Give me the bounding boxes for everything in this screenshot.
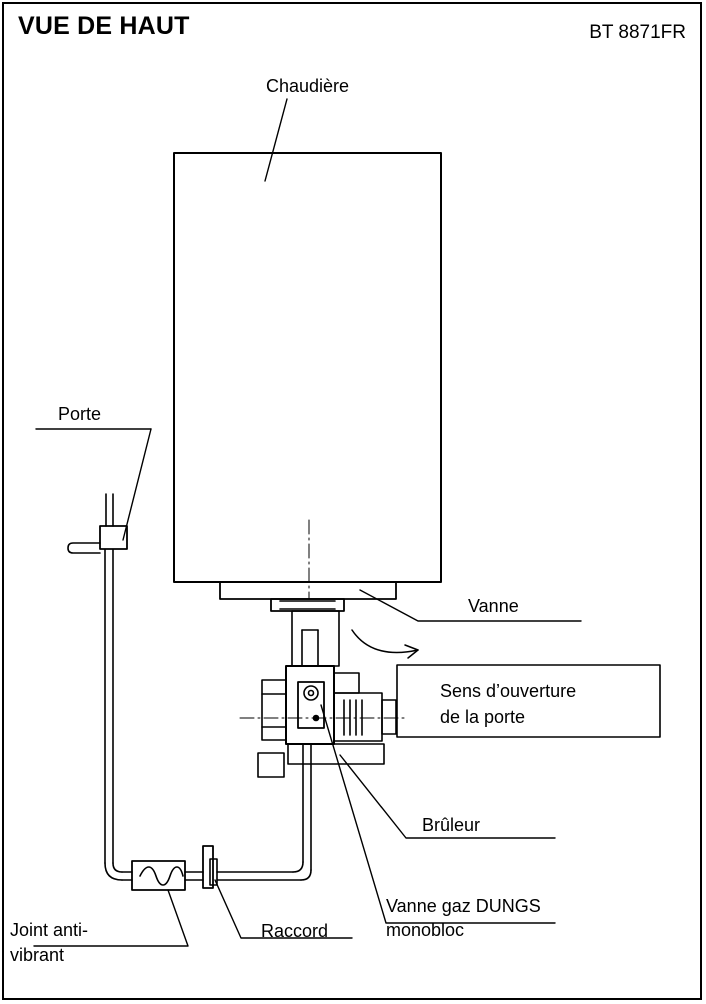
gas-pipe	[104, 549, 312, 881]
door-opening-label-box	[396, 664, 661, 738]
door-opening-arrow	[351, 629, 419, 654]
burner-assembly	[239, 665, 406, 778]
label-bruleur: Brûleur	[422, 815, 481, 835]
anti-vibration-joint	[131, 860, 186, 891]
label-raccord: Raccord	[261, 921, 329, 941]
label-vanne-gaz-line2: monobloc	[386, 920, 465, 940]
document-reference: BT 8871FR	[589, 22, 686, 43]
label-sens-line1: Sens d’ouverture	[440, 681, 577, 701]
boiler-body	[173, 152, 442, 583]
label-sens-line2: de la porte	[440, 707, 526, 727]
union-fitting	[202, 845, 218, 889]
burner-neck	[291, 610, 340, 667]
door-handle	[67, 493, 128, 554]
label-porte: Porte	[58, 404, 102, 424]
label-vanne-gaz-line1: Vanne gaz DUNGS	[386, 896, 541, 916]
page-title: VUE DE HAUT	[18, 12, 190, 40]
label-joint-line2: vibrant	[10, 945, 65, 965]
boiler-base-plate	[219, 581, 397, 600]
label-joint-line1: Joint anti-	[10, 920, 89, 940]
label-vanne: Vanne	[468, 596, 519, 616]
label-chaudiere: Chaudière	[266, 76, 350, 96]
